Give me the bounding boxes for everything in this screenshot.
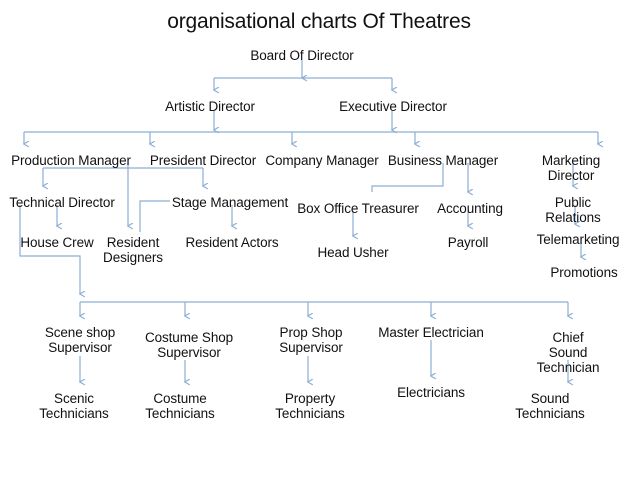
- node-business-manager[interactable]: Business Manager: [387, 153, 499, 168]
- node-board-of-director[interactable]: Board Of Director: [250, 48, 354, 63]
- node-executive-director[interactable]: Executive Director: [339, 99, 447, 114]
- node-house-crew[interactable]: House Crew: [20, 235, 94, 250]
- node-sound-technicians[interactable]: Sound Technicians: [515, 391, 585, 422]
- node-scene-shop-supervisor[interactable]: Scene shop Supervisor: [44, 325, 116, 356]
- node-production-manager[interactable]: Production Manager: [11, 153, 131, 168]
- node-company-manager[interactable]: Company Manager: [265, 153, 379, 168]
- node-technical-director[interactable]: Technical Director: [9, 195, 115, 210]
- node-prop-shop-supervisor[interactable]: Prop Shop Supervisor: [279, 325, 343, 356]
- node-president-director[interactable]: President Director: [149, 153, 257, 168]
- node-accounting[interactable]: Accounting: [437, 201, 503, 216]
- node-electricians[interactable]: Electricians: [397, 385, 465, 400]
- node-head-usher[interactable]: Head Usher: [317, 245, 389, 260]
- node-costume-technicians[interactable]: Costume Technicians: [145, 391, 215, 422]
- node-master-electrician[interactable]: Master Electrician: [378, 325, 484, 340]
- node-telemarketing[interactable]: Telemarketing: [536, 232, 620, 247]
- node-chief-sound-technician[interactable]: Chief Sound Technician: [536, 330, 600, 376]
- node-box-office-treasurer[interactable]: Box Office Treasurer: [297, 201, 419, 216]
- node-costume-shop-supervisor[interactable]: Costume Shop Supervisor: [144, 330, 234, 361]
- node-stage-management[interactable]: Stage Management: [171, 195, 289, 210]
- node-payroll[interactable]: Payroll: [447, 235, 489, 250]
- node-promotions[interactable]: Promotions: [550, 265, 618, 280]
- node-artistic-director[interactable]: Artistic Director: [165, 99, 255, 114]
- node-resident-designers[interactable]: Resident Designers: [103, 235, 163, 266]
- node-resident-actors[interactable]: Resident Actors: [185, 235, 279, 250]
- node-property-technicians[interactable]: Property Technicians: [275, 391, 345, 422]
- page-title: organisational charts Of Theatres: [167, 10, 471, 33]
- node-scenic-technicians[interactable]: Scenic Technicians: [39, 391, 109, 422]
- edge-stage-left-stub: [139, 200, 170, 232]
- node-public-relations[interactable]: Public Relations: [545, 195, 601, 226]
- node-marketing-director[interactable]: Marketing Director: [541, 153, 601, 184]
